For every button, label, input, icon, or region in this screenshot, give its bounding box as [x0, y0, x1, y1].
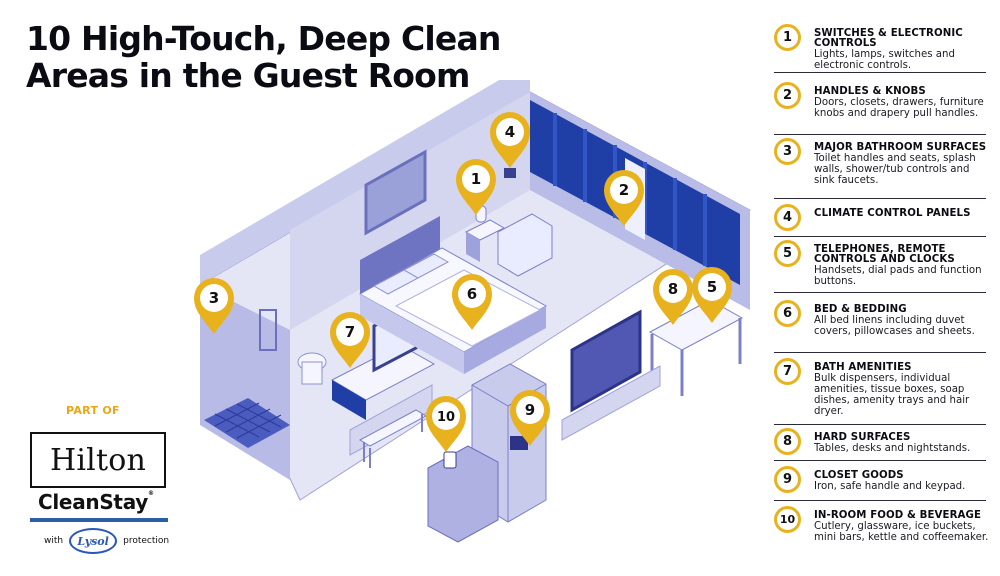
legend-item-4: 4 CLIMATE CONTROL PANELS [774, 204, 986, 237]
brand-divider-bar [30, 518, 168, 522]
nightstand [464, 219, 506, 241]
bed-front [360, 294, 464, 374]
toilet-base [301, 361, 323, 385]
legend-heading: IN-ROOM FOOD & BEVERAGE [814, 510, 982, 521]
pin-marker-6[interactable]: 6 [452, 274, 492, 330]
towel-rack [259, 309, 277, 351]
tv-console [561, 365, 661, 441]
pin-4-label: 4 [505, 123, 515, 141]
pin-1-label: 1 [471, 170, 481, 188]
with-text: with [44, 536, 64, 546]
pin-10-label: 10 [437, 410, 455, 425]
vanity-front [332, 380, 366, 420]
legend-number-badge: 2 [774, 82, 801, 109]
minibar-cabinet [427, 445, 499, 543]
bed-side [464, 306, 546, 374]
pin-6-label: 6 [467, 285, 477, 303]
legend-heading: BED & BEDDING [814, 304, 907, 315]
legend-heading: CLOSET GOODS [814, 470, 904, 481]
legend-item-8: 8 HARD SURFACES Tables, desks and nights… [774, 428, 986, 461]
legend-number-badge: 3 [774, 138, 801, 165]
legend-item-2: 2 HANDLES & KNOBS Doors, closets, drawer… [774, 82, 986, 135]
pin-9-label: 9 [525, 401, 535, 419]
lysol-logo: Lysol [69, 528, 118, 554]
legend-description: Tables, desks and nightstands. [814, 443, 971, 454]
legend-number-badge: 1 [774, 24, 801, 51]
legend-item-9: 9 CLOSET GOODS Iron, safe handle and key… [774, 466, 986, 501]
pin-marker-1[interactable]: 1 [456, 159, 496, 215]
pillows [372, 253, 450, 295]
legend-description: Lights, lamps, switches and electronic c… [814, 49, 955, 71]
legend-heading: SWITCHES & ELECTRONIC CONTROLS [814, 28, 963, 49]
thermostat [504, 168, 516, 178]
legend-number-badge: 4 [774, 204, 801, 231]
legend-heading: TELEPHONES, REMOTE CONTROLS AND CLOCKS [814, 244, 955, 265]
legend-number-badge: 10 [774, 506, 801, 533]
legend-description: Toilet handles and seats, splash walls, … [814, 153, 976, 186]
legend-item-3: 3 MAJOR BATHROOM SURFACES Toilet handles… [774, 138, 986, 199]
legend-heading: CLIMATE CONTROL PANELS [814, 208, 971, 219]
legend-number-badge: 7 [774, 358, 801, 385]
title-line-1: 10 High-Touch, Deep Clean [26, 19, 501, 58]
legend-item-7: 7 BATH AMENITIES Bulk dispensers, indivi… [774, 358, 986, 425]
pin-marker-3[interactable]: 3 [194, 278, 234, 334]
nightstand-front [466, 232, 480, 262]
back-wall [290, 92, 530, 330]
back-wall-left [200, 80, 530, 285]
legend-item-5: 5 TELEPHONES, REMOTE CONTROLS AND CLOCKS… [774, 240, 986, 293]
page-title: 10 High-Touch, Deep Clean Areas in the G… [26, 20, 546, 94]
pin-marker-5[interactable]: 5 [692, 267, 732, 323]
pin-3-label: 3 [209, 289, 219, 307]
pin-marker-9[interactable]: 9 [510, 390, 550, 446]
legend-item-1: 1 SWITCHES & ELECTRONIC CONTROLS Lights,… [774, 24, 986, 73]
legend-description: Bulk dispensers, individual amenities, t… [814, 373, 970, 417]
lysol-partner-line: with Lysol protection [44, 528, 169, 554]
ice-bucket [443, 451, 457, 469]
safe [510, 436, 528, 450]
lysol-wordmark: Lysol [77, 534, 109, 548]
legend-description: Handsets, dial pads and function buttons… [814, 265, 982, 287]
cleanstay-wordmark: CleanStay® [38, 490, 154, 514]
legend-number-badge: 9 [774, 466, 801, 493]
hilton-wordmark: Hilton [50, 442, 146, 478]
registered-mark: ® [148, 490, 154, 497]
legend-description: All bed linens including duvet covers, p… [814, 315, 975, 337]
legend-number-badge: 6 [774, 300, 801, 327]
legend-heading: HANDLES & KNOBS [814, 86, 926, 97]
pin-marker-4[interactable]: 4 [490, 112, 530, 168]
pin-8-label: 8 [668, 280, 678, 298]
armchair [497, 213, 553, 277]
title-line-2: Areas in the Guest Room [26, 56, 470, 95]
legend-description: Cutlery, glassware, ice buckets, mini ba… [814, 521, 989, 543]
legend-number-badge: 5 [774, 240, 801, 267]
guest-room-illustration: 1 2 3 4 5 6 7 8 9 10 [194, 80, 751, 543]
shower-floor [204, 398, 290, 448]
wall-painting [364, 149, 427, 236]
pin-5-label: 5 [707, 278, 717, 296]
legend-heading: BATH AMENITIES [814, 362, 912, 373]
legend-item-6: 6 BED & BEDDING All bed linens including… [774, 300, 986, 353]
legend-description: Doors, closets, drawers, furniture knobs… [814, 97, 984, 119]
part-of-label: PART OF [66, 404, 120, 417]
legend-item-10: 10 IN-ROOM FOOD & BEVERAGE Cutlery, glas… [774, 506, 988, 566]
pin-marker-2[interactable]: 2 [604, 170, 644, 226]
pin-2-label: 2 [619, 181, 629, 199]
television [570, 309, 642, 413]
hilton-logo: Hilton [30, 432, 166, 488]
shower-tile-grid [214, 402, 282, 439]
pin-7-label: 7 [345, 323, 355, 341]
legend-description: Iron, safe handle and keypad. [814, 481, 966, 492]
pin-marker-7[interactable]: 7 [330, 312, 370, 368]
headboard [360, 216, 440, 294]
pin-marker-10[interactable]: 10 [426, 396, 466, 452]
legend-heading: HARD SURFACES [814, 432, 911, 443]
pin-marker-8[interactable]: 8 [653, 269, 693, 325]
cleanstay-text: CleanStay [38, 490, 149, 514]
legend-number-badge: 8 [774, 428, 801, 455]
legend-heading: MAJOR BATHROOM SURFACES [814, 142, 987, 153]
bench-legs [363, 414, 423, 468]
protection-text: protection [123, 536, 170, 546]
